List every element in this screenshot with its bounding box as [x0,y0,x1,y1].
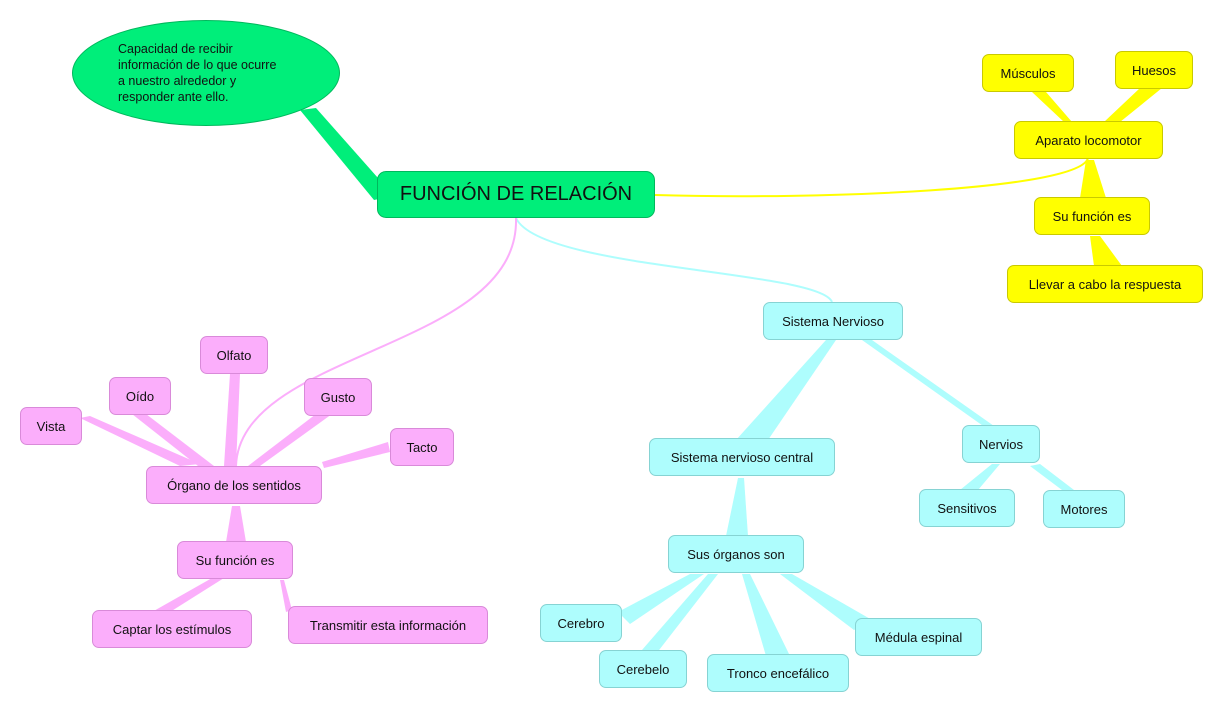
node-funcion-locomotor[interactable]: Su función es [1034,197,1150,235]
definition-callout[interactable]: Capacidad de recibir información de lo q… [72,20,340,126]
link-sistema-nervios [862,340,994,428]
node-huesos[interactable]: Huesos [1115,51,1193,89]
link-central-organos [726,478,748,536]
link-organo-funcion [226,506,246,542]
node-vista[interactable]: Vista [20,407,82,445]
link-organos-tronco [742,574,790,656]
link-sistema-central [736,340,836,440]
node-cerebro[interactable]: Cerebro [540,604,622,642]
node-aparato-locomotor[interactable]: Aparato locomotor [1014,121,1163,159]
node-sensitivos[interactable]: Sensitivos [919,489,1015,527]
node-olfato[interactable]: Olfato [200,336,268,374]
link-aparato-huesos [1104,88,1162,122]
callout-pointer [300,108,394,200]
link-aparato-musculos [1032,92,1072,122]
link-funcion-captar [152,578,224,612]
link-central-aparato [654,157,1089,198]
link-funcion-transmitir [280,580,292,612]
link-central-organo [235,217,518,467]
node-sistema-nervioso[interactable]: Sistema Nervioso [763,302,903,340]
central-topic[interactable]: FUNCIÓN DE RELACIÓN [377,171,655,218]
node-cerebelo[interactable]: Cerebelo [599,650,687,688]
link-aparato-funcion [1080,160,1106,198]
node-funcion-sentidos[interactable]: Su función es [177,541,293,579]
node-tacto[interactable]: Tacto [390,428,454,466]
link-organo-tacto [322,442,390,468]
node-gusto[interactable]: Gusto [304,378,372,416]
node-oido[interactable]: Oído [109,377,171,415]
node-organo-sentidos[interactable]: Órgano de los sentidos [146,466,322,504]
node-sus-organos[interactable]: Sus órganos son [668,535,804,573]
node-medula-espinal[interactable]: Médula espinal [855,618,982,656]
link-organo-oido [132,414,214,466]
link-organo-gusto [248,414,332,466]
link-organos-cerebro [618,574,704,624]
link-nervios-sensitivos [960,464,1000,490]
node-transmitir-informacion[interactable]: Transmitir esta información [288,606,488,644]
link-central-sistema [515,217,833,303]
link-funcion-respuesta [1090,236,1122,266]
definition-text: Capacidad de recibir información de lo q… [118,42,277,104]
node-captar-estimulos[interactable]: Captar los estímulos [92,610,252,648]
node-musculos[interactable]: Músculos [982,54,1074,92]
node-nervios[interactable]: Nervios [962,425,1040,463]
node-tronco-encefalico[interactable]: Tronco encefálico [707,654,849,692]
node-llevar-respuesta[interactable]: Llevar a cabo la respuesta [1007,265,1203,303]
link-organo-olfato [224,374,240,466]
link-nervios-motores [1030,464,1074,490]
link-organos-medula [780,574,872,630]
link-organos-cerebelo [642,574,718,654]
link-organo-vista [80,416,200,466]
node-sistema-nervioso-central[interactable]: Sistema nervioso central [649,438,835,476]
node-motores[interactable]: Motores [1043,490,1125,528]
